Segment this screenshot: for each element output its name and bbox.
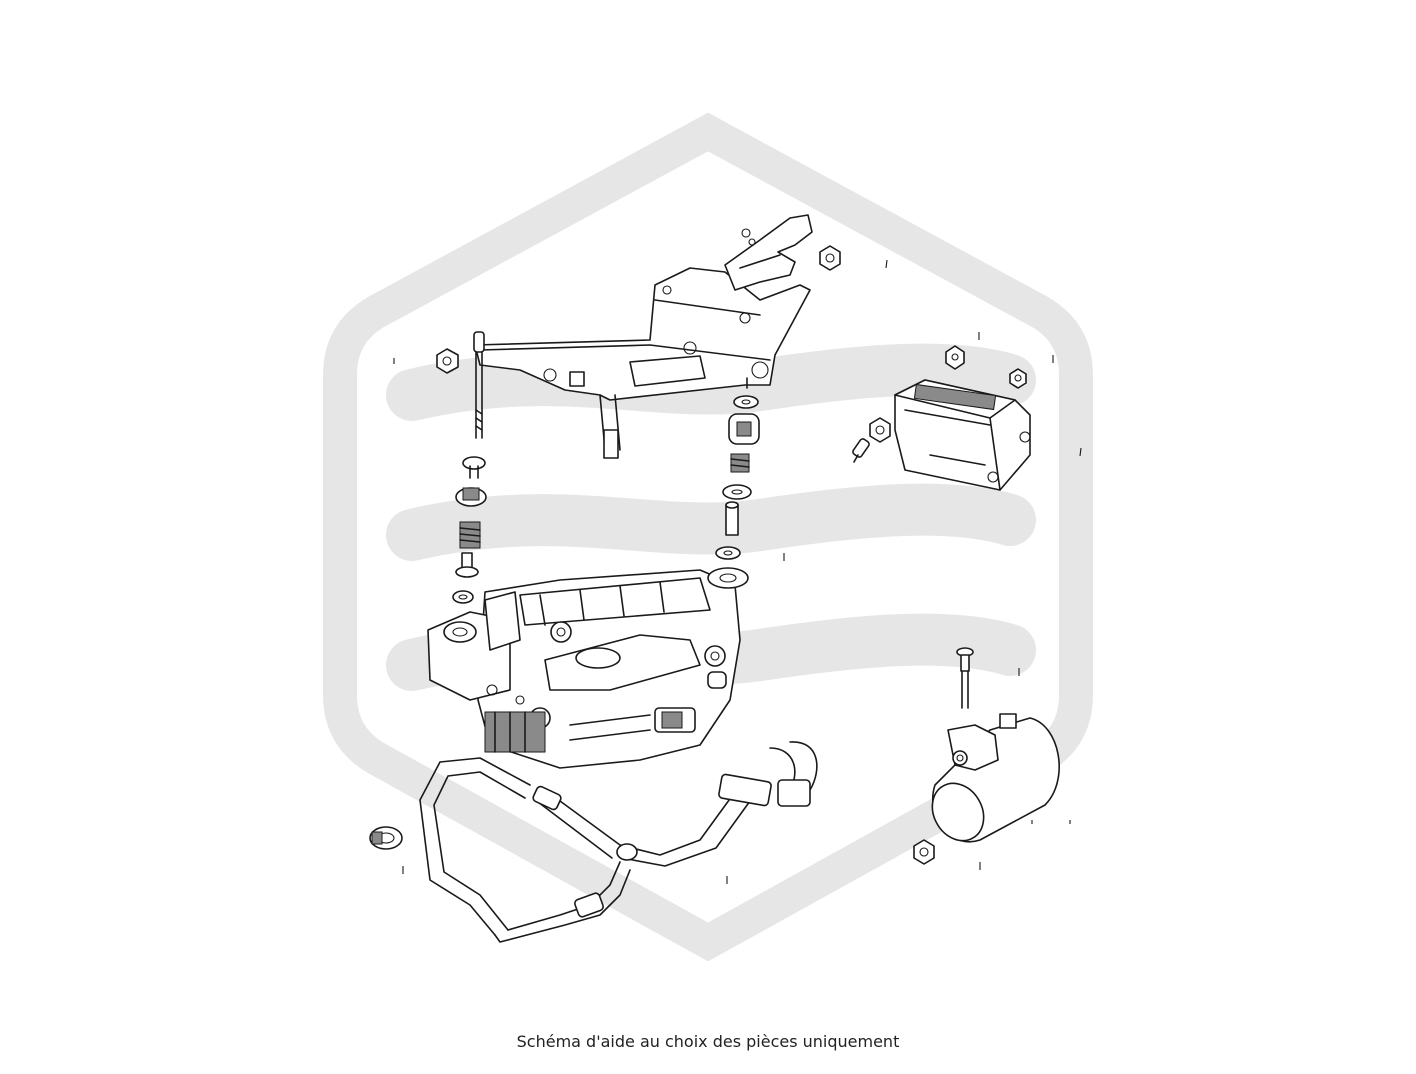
- air-compressor: [427, 567, 749, 769]
- stud-bolt: [473, 331, 485, 439]
- sleeve: [725, 501, 739, 536]
- mounting-bracket: [474, 267, 811, 459]
- bracket-hook: [724, 214, 813, 291]
- bolt: [852, 438, 870, 463]
- nut: [945, 345, 965, 370]
- nut: [869, 417, 891, 443]
- reference-marks: [393, 259, 1082, 884]
- nut: [913, 839, 935, 865]
- washer: [733, 395, 759, 409]
- nut: [819, 245, 841, 271]
- air-dryer-canister: [931, 713, 1060, 843]
- nut: [1009, 368, 1027, 389]
- hose-clamp: [532, 785, 562, 811]
- sleeve: [455, 552, 479, 578]
- hose-clamp: [369, 826, 403, 850]
- spring: [459, 521, 481, 549]
- rubber-mount: [462, 456, 486, 479]
- washer: [715, 546, 741, 560]
- hose-clamp: [574, 892, 604, 918]
- nut: [436, 348, 459, 374]
- washer: [722, 484, 752, 500]
- bolt: [956, 647, 974, 709]
- washer: [452, 590, 474, 604]
- rubber-mount: [455, 487, 487, 507]
- diagram-caption: Schéma d'aide au choix des pièces unique…: [516, 1032, 900, 1051]
- control-module: [894, 379, 1031, 491]
- spring: [730, 453, 750, 473]
- rubber-mount: [728, 413, 760, 445]
